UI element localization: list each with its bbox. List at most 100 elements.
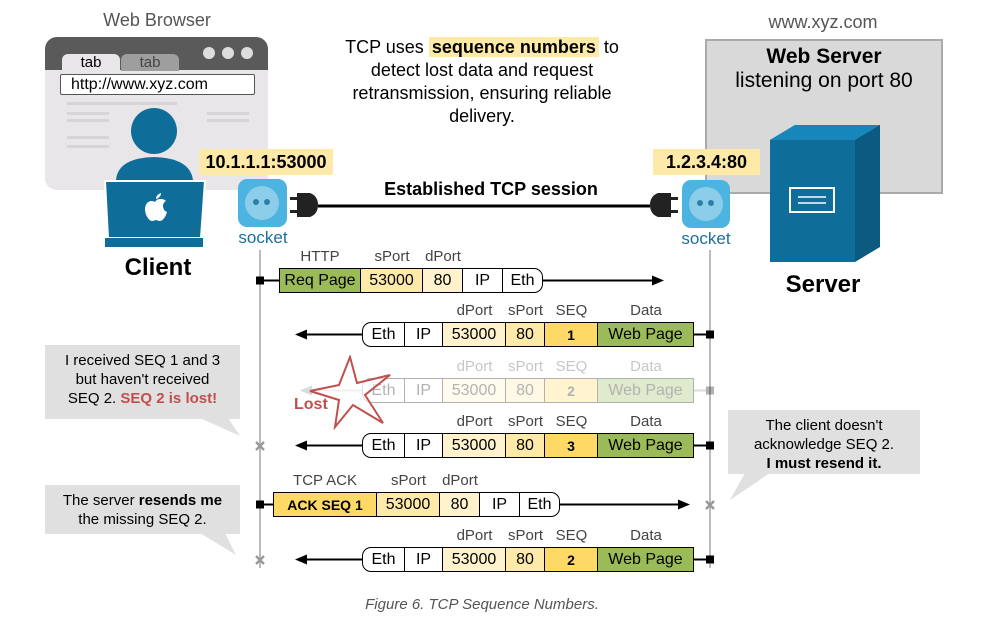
packet-field: Eth: [503, 268, 543, 293]
send-point: [256, 500, 264, 509]
packet-field: IP: [405, 378, 443, 403]
field-header: sPort: [507, 358, 544, 375]
field-header: dPort: [456, 358, 493, 375]
server-ip-label: 1.2.3.4:80: [653, 149, 760, 175]
field-header: SEQ: [555, 413, 588, 430]
field-header: SEQ: [555, 302, 588, 319]
field-header: sPort: [507, 527, 544, 544]
web-server-title: Web Server: [766, 45, 882, 68]
close-icon[interactable]: [241, 47, 253, 59]
user-body-icon: [116, 157, 193, 180]
packet-arrow: [256, 275, 664, 286]
explosion-icon: [309, 355, 391, 430]
browser-tab-active[interactable]: tab: [62, 54, 120, 71]
intro-text: TCP uses sequence numbers to detect lost…: [345, 37, 619, 126]
packet-arrow: [256, 499, 690, 510]
packet-field: Web Page: [598, 378, 694, 403]
packet-field: 2: [545, 378, 598, 403]
packet-field: IP: [480, 492, 520, 517]
packet-field: Eth: [362, 433, 405, 458]
arrowhead-icon: [295, 554, 307, 565]
server-plug-icon: [650, 193, 678, 217]
figure-caption: Figure 6. TCP Sequence Numbers.: [365, 596, 599, 613]
packet-field: IP: [405, 322, 443, 347]
client-plug-icon: [290, 193, 318, 217]
packet-field: Eth: [362, 547, 405, 572]
maximize-icon[interactable]: [222, 47, 234, 59]
send-point: [706, 330, 714, 339]
packet-field: IP: [405, 547, 443, 572]
client-ip-label: 10.1.1.1:53000: [199, 149, 333, 175]
packet-field: 80: [506, 322, 545, 347]
lost-label: Lost: [294, 396, 328, 413]
arrowhead-icon: [295, 329, 307, 340]
packet-field: 53000: [443, 378, 506, 403]
send-point: [706, 386, 714, 395]
packet-field: ACK SEQ 1: [273, 492, 377, 517]
packet-field: 53000: [443, 322, 506, 347]
packet-field: 53000: [361, 268, 423, 293]
client-socket-label: socket: [238, 228, 288, 247]
x-mark-icon: [255, 555, 265, 565]
packet-field: IP: [463, 268, 503, 293]
url-bar[interactable]: http://www.xyz.com: [60, 74, 255, 95]
packet-field: 80: [440, 492, 480, 517]
field-header: dPort: [456, 527, 493, 544]
packet-field: 80: [506, 378, 545, 403]
packet-arrow: [295, 440, 714, 451]
packet-field: 3: [545, 433, 598, 458]
packet-field: 53000: [443, 547, 506, 572]
server-label: Server: [785, 271, 861, 298]
packet-field: Web Page: [598, 547, 694, 572]
packet-field: 53000: [443, 433, 506, 458]
send-point: [706, 441, 714, 450]
packet-field: Eth: [520, 492, 560, 517]
field-header: Data: [630, 413, 662, 430]
field-header: Data: [630, 302, 662, 319]
field-header: Data: [630, 358, 662, 375]
browser-tab[interactable]: tab: [121, 54, 179, 71]
field-header: sPort: [507, 413, 544, 430]
client-label: Client: [124, 254, 192, 281]
missing-marks: [255, 441, 715, 565]
field-header: sPort: [390, 472, 427, 489]
field-header: SEQ: [555, 527, 588, 544]
web-server-subtitle: listening on port 80: [735, 69, 913, 92]
packet-field: Eth: [362, 322, 405, 347]
session-label: Established TCP session: [384, 179, 598, 199]
packet-field: Web Page: [598, 433, 694, 458]
field-header: TCP ACK: [293, 472, 357, 489]
packet-arrow: [295, 329, 714, 340]
packet-field: 1: [545, 322, 598, 347]
field-header: dPort: [442, 472, 478, 489]
server-domain: www.xyz.com: [768, 12, 878, 32]
packet-field: 80: [423, 268, 463, 293]
send-point: [256, 276, 264, 285]
field-header: HTTP: [300, 248, 340, 265]
packet-field: 80: [506, 547, 545, 572]
arrowhead-icon: [652, 275, 664, 286]
packet-field: 80: [506, 433, 545, 458]
field-header: SEQ: [555, 358, 588, 375]
packet-field: Req Page: [279, 268, 361, 293]
x-mark-icon: [255, 441, 265, 451]
packet-arrow: [295, 554, 714, 565]
field-header: dPort: [425, 248, 461, 265]
packet-field: Web Page: [598, 322, 694, 347]
field-header: dPort: [456, 302, 493, 319]
minimize-icon[interactable]: [203, 47, 215, 59]
x-mark-icon: [705, 500, 715, 510]
arrowhead-icon: [678, 499, 690, 510]
apple-logo-icon: [145, 193, 167, 221]
field-header: sPort: [374, 248, 410, 265]
field-header: Data: [630, 527, 662, 544]
arrowhead-icon: [295, 440, 307, 451]
send-point: [706, 555, 714, 564]
user-head-icon: [131, 108, 177, 154]
arrowhead-icon: [300, 385, 312, 396]
field-header: sPort: [507, 302, 544, 319]
